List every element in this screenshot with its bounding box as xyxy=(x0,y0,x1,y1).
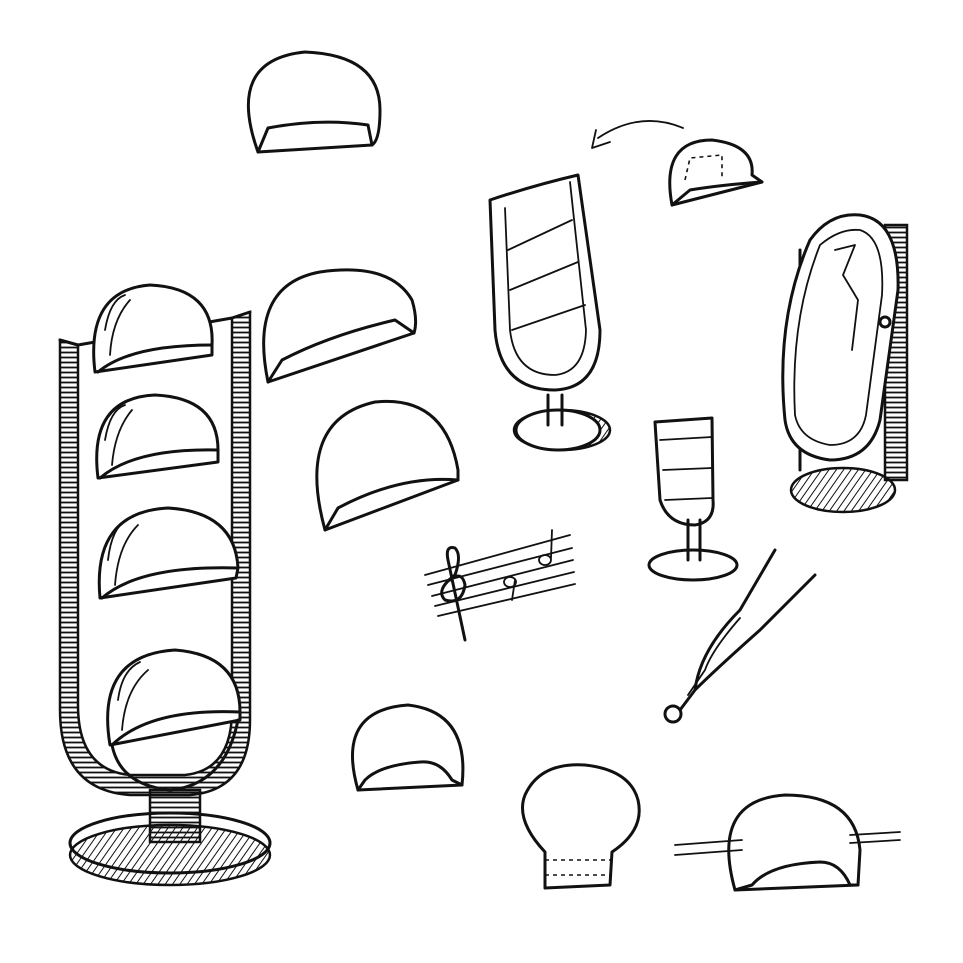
tuning-fork-icon xyxy=(663,548,817,724)
goblet-stand xyxy=(647,416,739,582)
oval-mirror-stand xyxy=(781,213,909,514)
tower-hat-stand xyxy=(58,283,272,887)
dome-hat-top xyxy=(246,50,382,154)
arrow-icon xyxy=(591,120,684,149)
music-staff xyxy=(424,529,576,642)
rack-hat-4 xyxy=(106,648,242,792)
dome-hat-small xyxy=(351,703,465,792)
rack-hat-3 xyxy=(97,506,240,600)
dome-hat-wide xyxy=(262,268,418,384)
stand-column xyxy=(148,788,202,844)
treble-clef-icon xyxy=(440,546,467,642)
mushroom-hat xyxy=(521,763,641,890)
dome-hat-middle xyxy=(315,399,460,532)
ladder-stand xyxy=(488,173,612,452)
note-icon xyxy=(503,529,553,601)
hat-on-wire xyxy=(674,793,901,892)
rack-hat-2 xyxy=(95,393,220,480)
rack-hat-1 xyxy=(92,283,214,374)
dome-hat-tiny xyxy=(668,138,764,207)
